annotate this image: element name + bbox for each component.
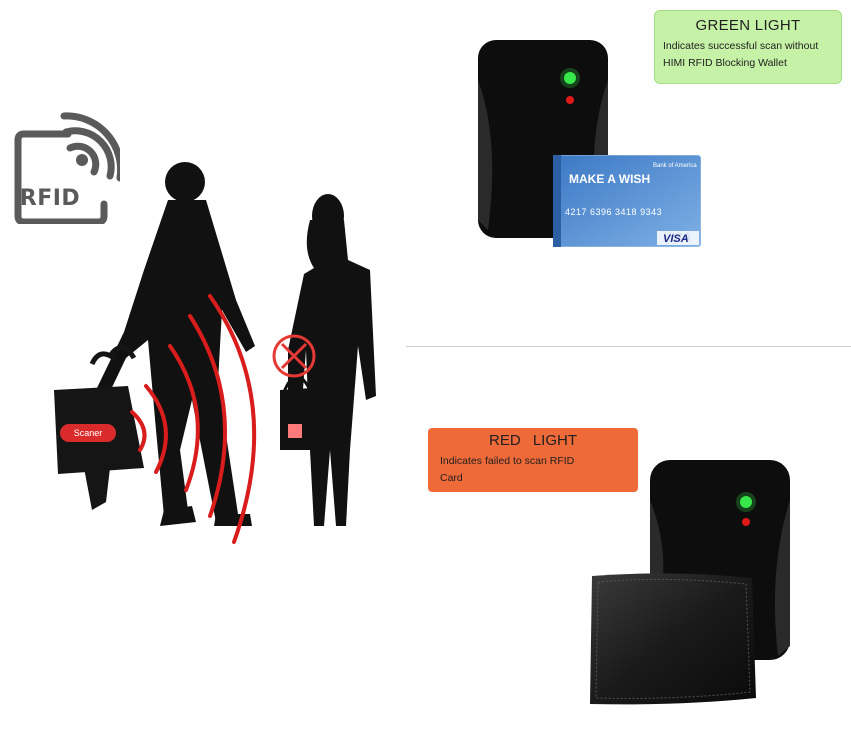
green-light-title: GREEN LIGHT xyxy=(695,17,801,34)
card-bank: Bank of America xyxy=(653,163,697,169)
rfid-waves xyxy=(130,294,257,544)
rfid-label: RFID xyxy=(19,186,81,211)
green-led-icon xyxy=(564,72,576,84)
green-led-icon xyxy=(740,496,752,508)
red-led-icon xyxy=(566,96,574,104)
red-light-title: RED LIGHT xyxy=(488,432,577,449)
wallet-chip xyxy=(288,424,302,438)
blocked-x-icon xyxy=(272,334,316,378)
scanner-label: Scaner xyxy=(60,424,116,442)
green-light-description: Indicates successful scan without HIMI R… xyxy=(663,38,833,72)
green-light-callout: GREEN LIGHT Indicates successful scan wi… xyxy=(654,10,842,84)
red-led-icon xyxy=(742,518,750,526)
green-line-1: Indicates successful scan without xyxy=(663,40,819,52)
card-number: 4217 6396 3418 9343 xyxy=(565,207,662,217)
green-line-2: HIMI RFID Blocking Wallet xyxy=(663,57,787,69)
card-brand: MAKE A WISH xyxy=(569,172,650,186)
rfid-badge-icon xyxy=(14,112,120,224)
red-line-2: Card xyxy=(440,472,463,484)
red-line-1: Indicates failed to scan RFID xyxy=(440,455,575,467)
man-silhouette xyxy=(96,162,255,526)
section-divider xyxy=(406,346,851,347)
rfid-blocking-wallet xyxy=(590,573,756,705)
red-light-callout: RED LIGHT Indicates failed to scan RFID … xyxy=(428,428,638,492)
red-light-description: Indicates failed to scan RFID Card xyxy=(440,453,626,487)
svg-text:VISA: VISA xyxy=(663,233,689,245)
woman-silhouette xyxy=(280,194,376,526)
credit-card: MAKE A WISH Bank of America 4217 6396 34… xyxy=(553,155,701,247)
rfid-skimming-scene xyxy=(54,162,376,544)
